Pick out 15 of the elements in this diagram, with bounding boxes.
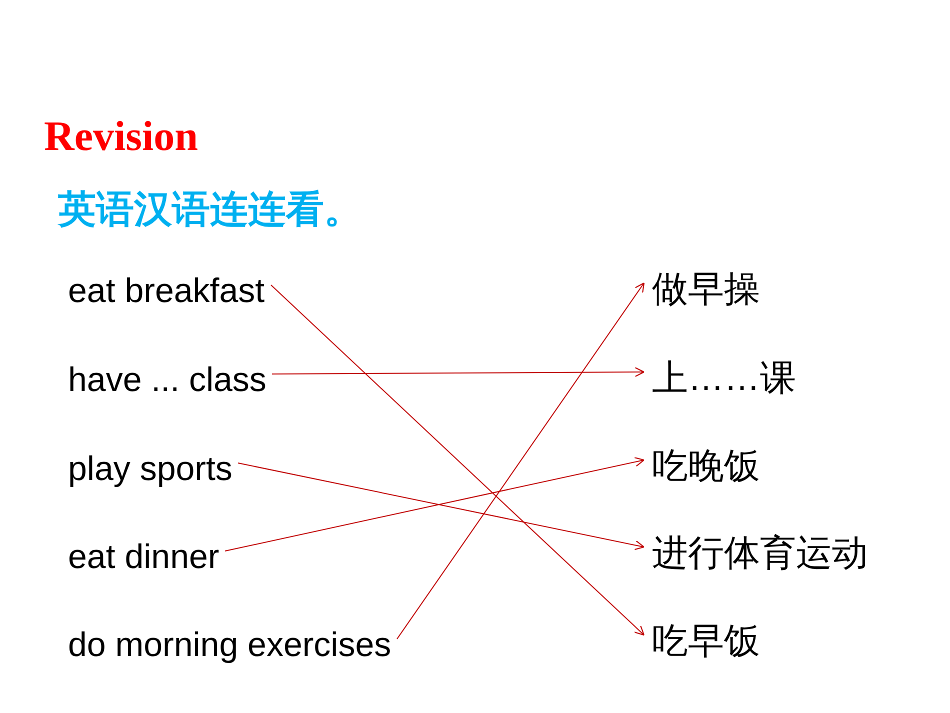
instruction: 英语汉语连连看。 <box>58 188 362 233</box>
chinese-phrase: 吃晚饭 <box>652 444 760 488</box>
english-phrase: play sports <box>68 448 232 490</box>
english-phrase: eat breakfast <box>68 270 265 312</box>
english-phrase: eat dinner <box>68 536 220 578</box>
arrow <box>272 367 645 378</box>
chinese-phrase: 上……课 <box>652 356 796 400</box>
title: Revision <box>44 113 198 162</box>
english-phrase: do morning exercises <box>68 624 392 666</box>
chinese-phrase: 做早操 <box>652 267 760 311</box>
arrow <box>270 284 645 636</box>
english-phrase: have ... class <box>68 359 266 401</box>
chinese-phrase: 进行体育运动 <box>652 531 868 575</box>
arrow <box>396 282 645 640</box>
chinese-phrase: 吃早饭 <box>652 619 760 663</box>
